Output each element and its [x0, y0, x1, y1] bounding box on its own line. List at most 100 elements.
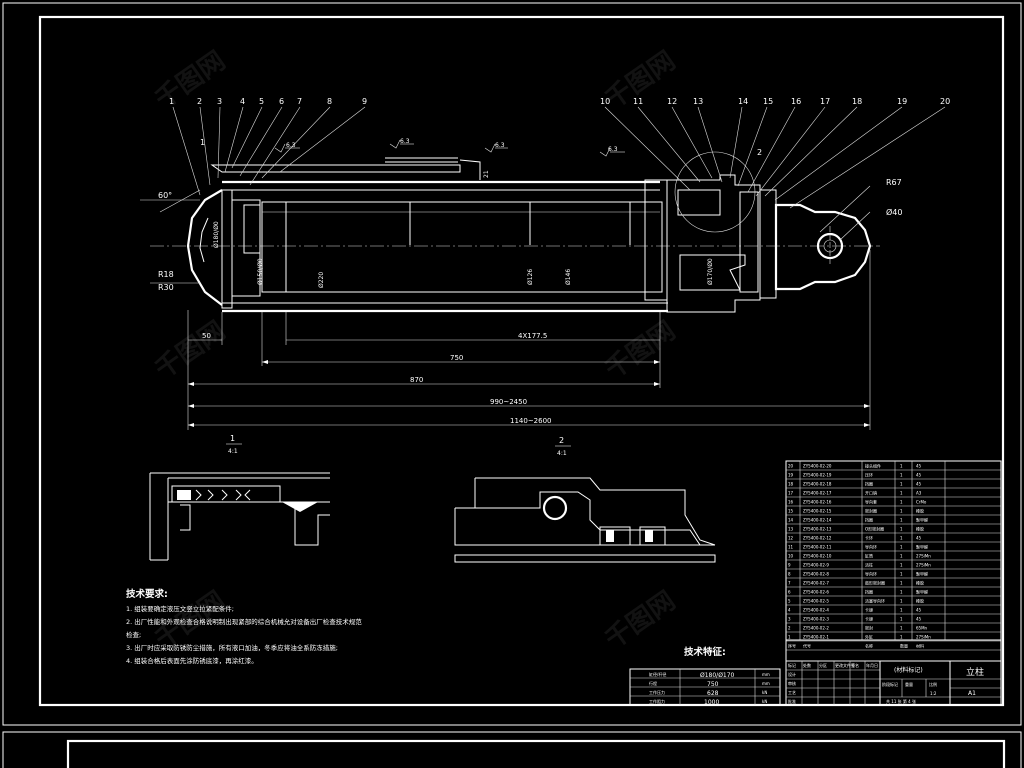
bom-cell-mat: 聚甲醛	[916, 571, 928, 577]
bom-cell-mat: 橡胶	[916, 526, 924, 532]
bom-cell-code: ZY5400-02-2	[803, 626, 829, 631]
gland-seal-block	[739, 191, 759, 293]
section-mark-2: 2	[757, 148, 762, 157]
bom-cell-name: 鼓形密封圈	[865, 580, 885, 586]
bom-cell-code: ZY5400-02-7	[803, 581, 829, 586]
bom-cell-no: 1	[788, 635, 791, 640]
bore-callout: Ø180/Ø0	[213, 221, 220, 248]
stage-label: 阶段标记	[882, 681, 898, 687]
drawing-name: 立柱	[966, 666, 984, 678]
bom-cell-qty: 1	[900, 473, 903, 478]
bom-cell-qty: 1	[900, 527, 903, 532]
diameter-d150: Ø150/Ø0	[257, 258, 264, 285]
bom-cell-qty: 1	[900, 491, 903, 496]
bom-cell-name: 密封	[865, 625, 873, 631]
detail-2-scale: 4:1	[557, 450, 567, 457]
roughness-marks	[274, 139, 625, 157]
balloon-numbers: 1 2 3 4 5 6 7 8 9 10 11 12 13 14 15 16 1…	[169, 97, 950, 106]
bom-cell-mat: 聚甲醛	[916, 517, 928, 523]
balloon-6: 6	[279, 97, 284, 106]
bom-cell-name: 挡圈	[865, 517, 873, 523]
requirement-item: 2. 出厂性能和外观检查合格说明制出现紧部的综合机械允对设备出厂检查技术规范	[126, 618, 362, 626]
inner-frame	[38, 15, 1005, 707]
bom-cell-no: 5	[788, 599, 791, 604]
gland-lower	[679, 254, 746, 291]
bom-cell-mat: CrMo	[916, 500, 927, 505]
tb-label-4: 签名	[851, 662, 859, 668]
bom-header-cell: 序号	[788, 643, 796, 649]
bom-cell-mat: 45	[916, 536, 922, 541]
bom-cell-code: ZY5400-02-20	[803, 464, 832, 469]
bom-header-cell: 名称	[865, 643, 873, 649]
bom-cell-no: 20	[788, 464, 794, 469]
main-annotations: 60° R18 R30 R67 Ø40 1 2 6.3 6.3 6.3 6.3 …	[158, 138, 902, 292]
bom-header-cell: 代号	[803, 643, 811, 649]
bom-cell-no: 19	[788, 473, 794, 478]
bom-cell-name: 卡键	[865, 607, 873, 613]
bom-cell-qty: 1	[900, 500, 903, 505]
material-mark: (材料标记)	[894, 666, 923, 674]
bom-cell-code: ZY5400-02-4	[803, 608, 829, 613]
balloon-20: 20	[940, 97, 950, 106]
bom-header-cell: 材料	[916, 643, 924, 649]
tf-unit-2: kN	[762, 690, 767, 695]
tb-label-3: 更改文件号	[835, 662, 855, 668]
balloon-13: 13	[693, 97, 703, 106]
bom-cell-no: 8	[788, 572, 791, 577]
roughness-a: 6.3	[286, 142, 296, 149]
rod-nut	[759, 189, 777, 299]
bom-cell-no: 2	[788, 626, 791, 631]
leader-lines	[172, 106, 946, 209]
bom-cell-mat: 27SiMn	[916, 635, 931, 640]
bom-cell-mat: 45	[916, 617, 922, 622]
bom-cell-name: 卡键	[865, 616, 873, 622]
radius-r67: R67	[886, 178, 902, 187]
tb-label2-1: 审核	[788, 680, 796, 686]
bom-cell-name: 活柱	[865, 562, 873, 568]
bom-cell-code: ZY5400-02-18	[803, 482, 832, 487]
requirements-title: 技术要求:	[126, 589, 168, 600]
drawing-number: A1	[968, 690, 976, 697]
outer-frame	[2, 2, 1022, 726]
dim-4x1775: 4X177.5	[518, 332, 547, 340]
inner-tube	[261, 201, 663, 293]
requirement-item: 4. 组装合格后表面先涂防锈底漆，再涂红漆。	[126, 657, 258, 665]
bom-cell-code: ZY5400-02-1	[803, 635, 829, 640]
tf-value-1: 750	[707, 681, 719, 688]
tf-unit-0: mm	[762, 672, 770, 677]
bom-cell-qty: 1	[900, 608, 903, 613]
bom-cell-code: ZY5400-02-17	[803, 491, 832, 496]
bom-cell-qty: 1	[900, 635, 903, 640]
bom-cell-no: 7	[788, 581, 791, 586]
tf-label-3: 工作阻力	[649, 698, 665, 704]
bom-cell-code: ZY5400-02-13	[803, 527, 832, 532]
tb-label-2: 分区	[819, 662, 827, 668]
tf-unit-3: kN	[762, 699, 767, 704]
bom-cell-mat: 橡胶	[916, 598, 924, 604]
gland-cavity	[677, 189, 721, 216]
roughness-c: 6.3	[495, 142, 505, 149]
cylinder-main-view	[140, 106, 946, 430]
balloon-2: 2	[197, 97, 202, 106]
diameter-d126: Ø126	[527, 269, 534, 285]
balloon-19: 19	[897, 97, 907, 106]
bom-cell-code: ZY5400-02-11	[803, 545, 832, 550]
fitting-upper	[210, 164, 461, 173]
bom-cell-code: ZY5400-02-6	[803, 590, 829, 595]
dim-990: 990~2450	[490, 398, 527, 406]
tf-unit-1: mm	[762, 681, 770, 686]
bom-cell-qty: 1	[900, 563, 903, 568]
bom-cell-no: 16	[788, 500, 794, 505]
bom-cell-name: 挡圈	[865, 589, 873, 595]
tf-value-2: 628	[707, 690, 719, 697]
bom-cell-name: 卡环	[865, 535, 873, 541]
bom-cell-code: ZY5400-02-19	[803, 473, 832, 478]
tb-label-5: 年月日	[866, 662, 878, 668]
dim-750: 750	[450, 354, 463, 362]
balloon-4: 4	[240, 97, 245, 106]
bom-cell-mat: 27SiMn	[916, 554, 931, 559]
bom-cell-no: 12	[788, 536, 794, 541]
dim-50: 50	[202, 332, 211, 340]
scale-label: 比例	[929, 681, 937, 687]
